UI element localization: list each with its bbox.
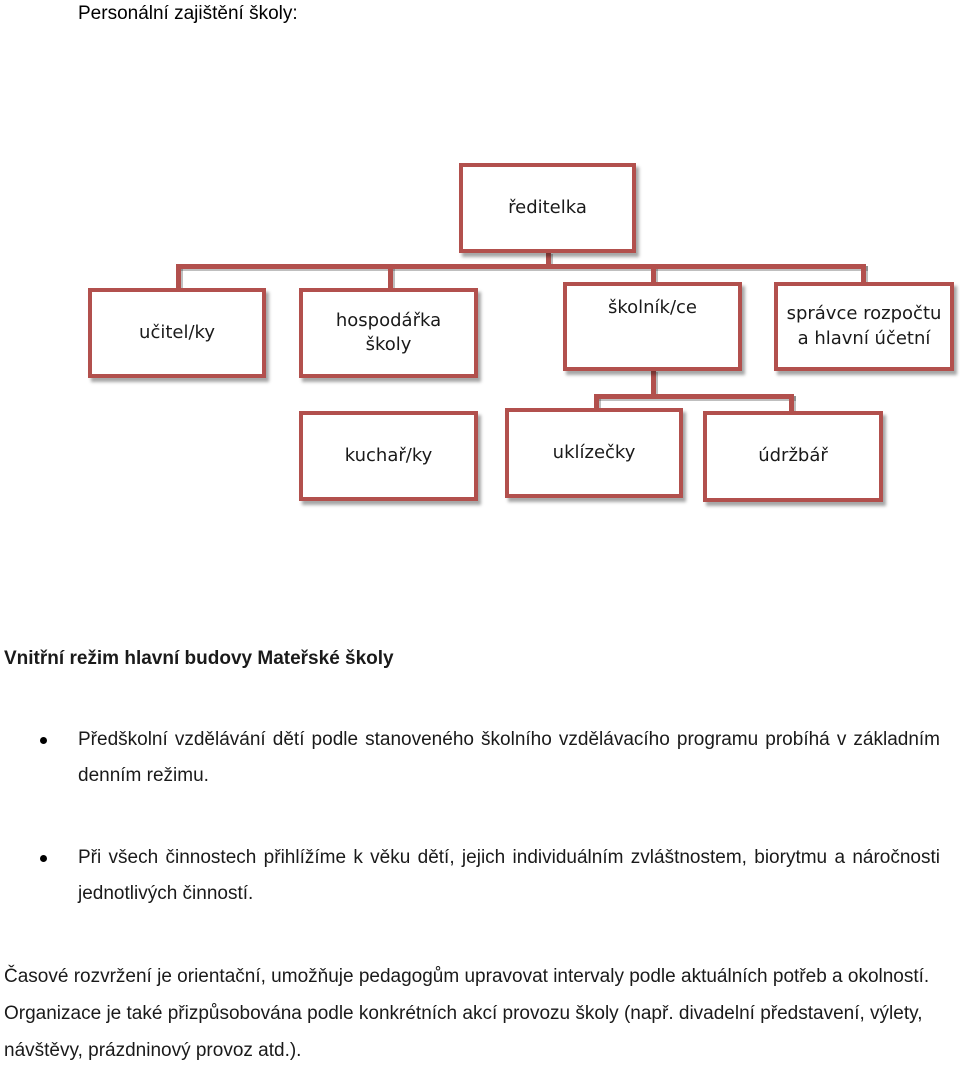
bullet-dot bbox=[40, 855, 47, 862]
org-box-bursar: hospodářka školy bbox=[299, 288, 478, 378]
org-box-teachers: učitel/ky bbox=[88, 288, 266, 378]
connector-drop-4 bbox=[861, 264, 868, 286]
connector-drop-1 bbox=[176, 264, 183, 292]
org-box-director: ředitelka bbox=[459, 163, 636, 253]
body-paragraph: Časové rozvržení je orientační, umožňuje… bbox=[4, 966, 930, 1061]
org-chart: ředitelka učitel/ky hospodářka školy ško… bbox=[0, 0, 960, 520]
section-title: Vnitřní režim hlavní budovy Mateřské ško… bbox=[4, 648, 394, 669]
bullet-item: Předškolní vzdělávání dětí podle stanove… bbox=[40, 722, 940, 794]
org-box-maintenance: údržbář bbox=[703, 411, 883, 502]
org-box-accountant: správce rozpočtu a hlavní účetní bbox=[774, 282, 954, 371]
connector-drop-6 bbox=[789, 394, 796, 414]
connector-drop-5 bbox=[594, 394, 601, 412]
connector-drop-2 bbox=[388, 264, 395, 292]
bullet-item: Při všech činnostech přihlížíme k věku d… bbox=[40, 840, 940, 912]
page-heading: Personální zajištění školy: bbox=[78, 3, 298, 24]
connector-mid-vertical bbox=[651, 370, 658, 398]
bullet-dot bbox=[40, 737, 47, 744]
connector-top-horizontal bbox=[176, 264, 868, 271]
bullet-text: Předškolní vzdělávání dětí podle stanove… bbox=[78, 729, 940, 786]
org-box-caretaker: školník/ce bbox=[563, 282, 742, 371]
connector-drop-3 bbox=[651, 264, 658, 286]
org-box-cooks: kuchař/ky bbox=[299, 411, 478, 501]
connector-mid-horizontal bbox=[594, 394, 796, 401]
org-box-cleaners: uklízečky bbox=[505, 408, 683, 498]
connector-top-vertical bbox=[546, 252, 553, 268]
bullet-text: Při všech činnostech přihlížíme k věku d… bbox=[78, 847, 940, 904]
